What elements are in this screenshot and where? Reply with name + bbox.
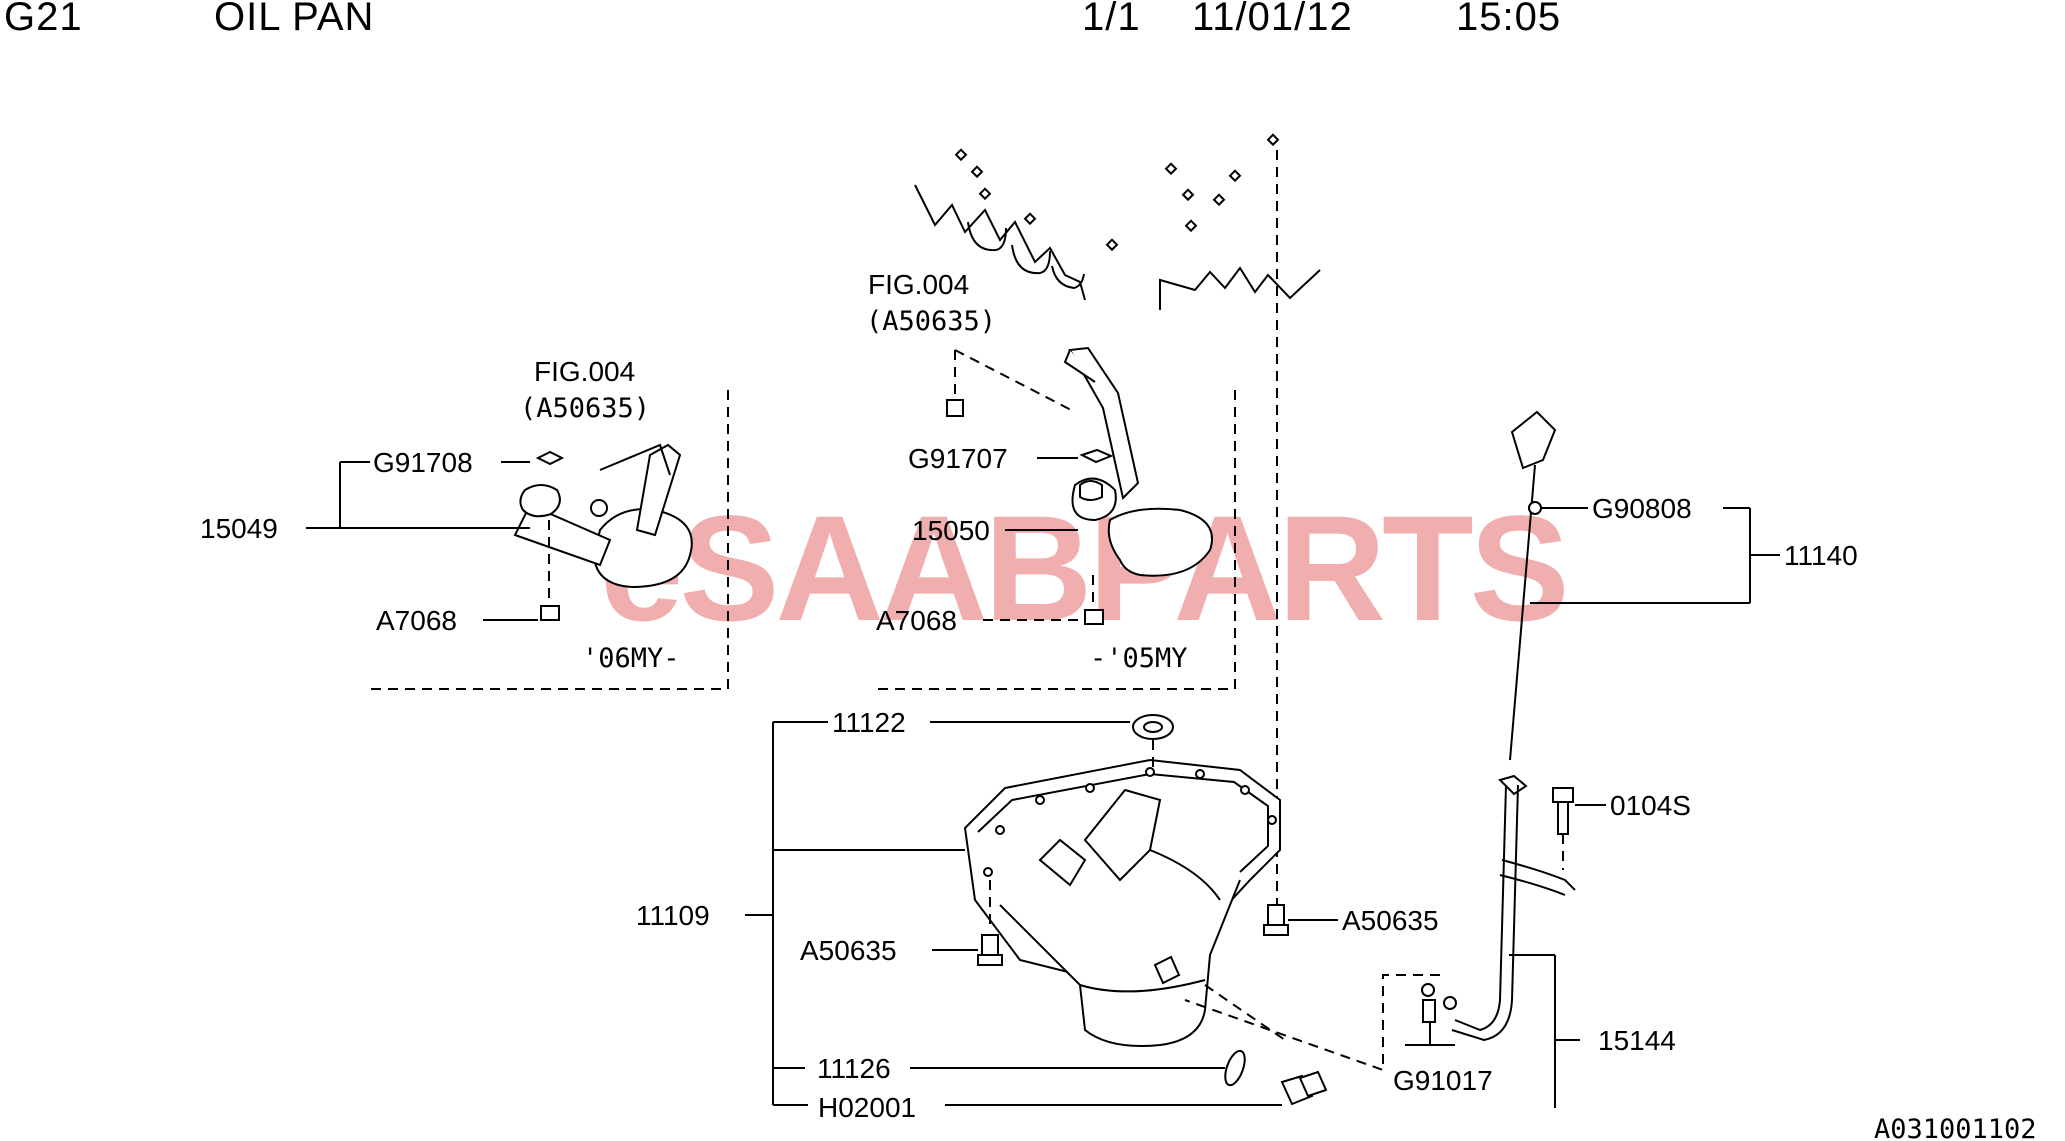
print-time: 15:05 xyxy=(1456,0,1561,39)
label-a7068-middle: A7068 xyxy=(876,605,957,636)
label-0104s: 0104S xyxy=(1610,790,1691,821)
fig-ref-code-middle: (A50635) xyxy=(866,306,996,337)
fig-ref-middle: FIG.004 xyxy=(868,269,969,300)
strainer-group-05my: FIG.004 (A50635) -'05MY G91707 15050 A70… xyxy=(866,269,1236,690)
fig-ref-left: FIG.004 xyxy=(534,356,635,387)
label-a7068-left: A7068 xyxy=(376,605,457,636)
label-a50635-right: A50635 xyxy=(1342,905,1439,936)
fig-ref-code-left: (A50635) xyxy=(520,393,650,424)
label-15144: 15144 xyxy=(1598,1025,1676,1056)
label-11126: 11126 xyxy=(817,1053,891,1084)
page-number: 1/1 xyxy=(1082,0,1141,39)
label-11140: 11140 xyxy=(1784,540,1858,571)
model-year-note-middle: -'05MY xyxy=(1090,643,1188,674)
label-11109: 11109 xyxy=(636,900,710,931)
label-11122: 11122 xyxy=(832,707,906,738)
bolt-icon xyxy=(590,499,608,517)
label-g91017: G91017 xyxy=(1393,1065,1493,1096)
strainer-group-06my: FIG.004 (A50635) '06MY- G91708 15049 A70… xyxy=(200,356,729,690)
label-h02001: H02001 xyxy=(818,1092,916,1123)
engine-block-outline xyxy=(914,133,1321,310)
figure-id: A031001102 xyxy=(1874,1114,2037,1141)
model-year-note-left: '06MY- xyxy=(582,643,680,674)
diagram-code: G21 xyxy=(4,0,83,39)
diagram-title: OIL PAN xyxy=(214,0,374,39)
label-15049: 15049 xyxy=(200,513,278,544)
label-g90808: G90808 xyxy=(1592,493,1692,524)
label-a50635-left: A50635 xyxy=(800,935,897,966)
label-g91708: G91708 xyxy=(373,447,473,478)
oil-level-gauge: G90808 11140 xyxy=(1509,410,1858,761)
oil-level-gauge-guide: 0104S G91017 15144 xyxy=(1184,774,1691,1108)
oil-pan-assembly: 11122 11109 A50635 A50635 11126 H02001 xyxy=(636,707,1439,1123)
label-15050: 15050 xyxy=(912,515,990,546)
label-g91707: G91707 xyxy=(908,443,1008,474)
print-date: 11/01/12 xyxy=(1192,0,1353,39)
